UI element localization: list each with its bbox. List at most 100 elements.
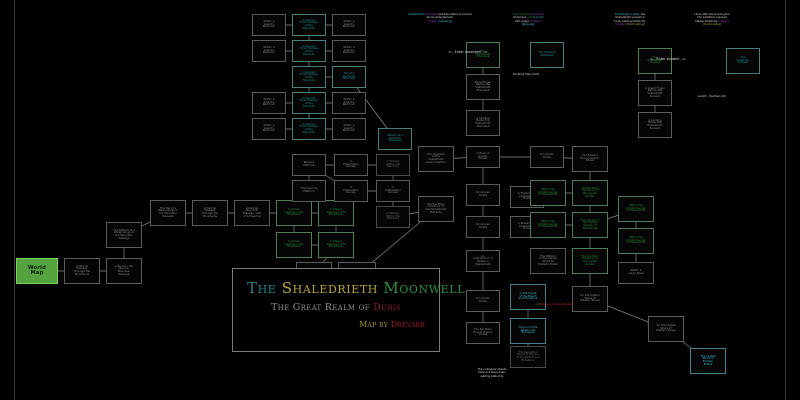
annotation-segment: <-- Enter sunwell -->	[650, 57, 686, 61]
annotation-fenstine-ship-yards: Fenstine Ship Yards	[496, 72, 556, 76]
annotation-segment: is a riot	[532, 15, 544, 20]
annotation-segment: Lareth - Southern OC	[697, 94, 727, 98]
frame-left-border	[14, 0, 15, 400]
annotation-segment: The Fenstine	[512, 12, 531, 16]
annotation-segment: Fehuuuu, the bartender	[539, 302, 572, 306]
title-segment: Map by	[359, 320, 391, 329]
annotation-segment: Lined with stone and gold,the Larethian …	[694, 12, 730, 23]
title-segment: Drevarr	[390, 320, 425, 329]
annotation-enter-moonwell-label: <-- Enter moonwell -->	[440, 50, 496, 55]
annotation-segment: moonwell	[424, 12, 438, 16]
title-segment: Shaledrieth	[281, 279, 384, 297]
annotation-segment: Shaledrieth	[408, 12, 425, 16]
